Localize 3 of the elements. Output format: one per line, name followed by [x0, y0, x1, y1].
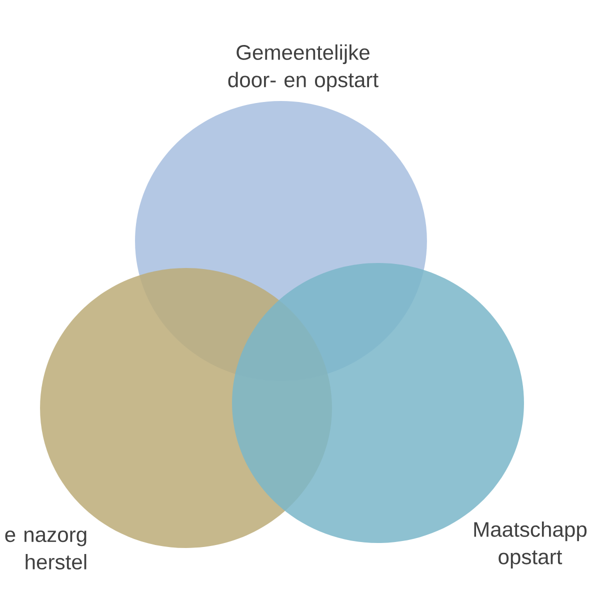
circle-label: Maatschapp opstart — [474, 521, 587, 568]
circle-label: Gemeentelijke door- en opstart — [228, 44, 378, 92]
circle-label: e nazorg herstel — [5, 530, 86, 570]
